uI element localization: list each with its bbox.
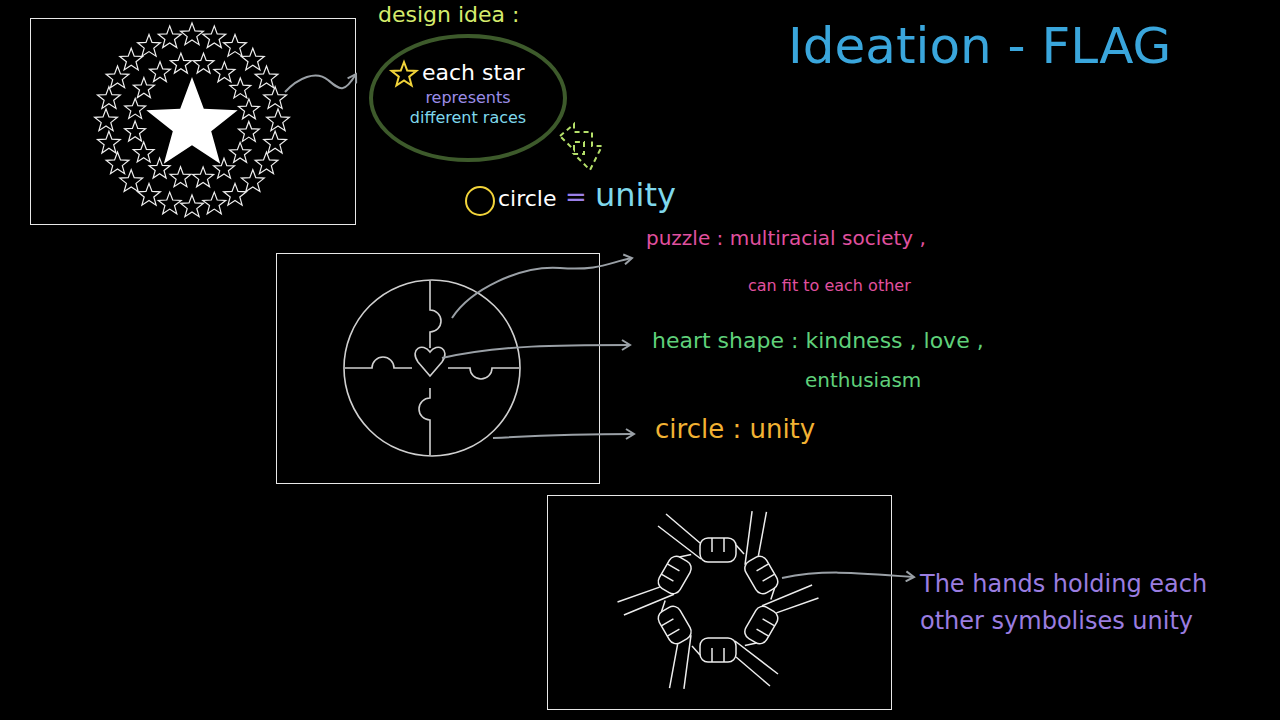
small-star xyxy=(224,35,247,57)
small-star xyxy=(214,62,235,82)
leader-line xyxy=(452,258,632,318)
idea-text: represents xyxy=(368,88,568,107)
forearm xyxy=(652,635,712,695)
small-star xyxy=(193,53,214,73)
fingers xyxy=(745,618,775,654)
small-star xyxy=(133,142,154,162)
idea-text: different races xyxy=(368,108,568,127)
small-star xyxy=(120,48,143,70)
small-star xyxy=(95,109,118,131)
hand xyxy=(721,505,806,603)
star-rings xyxy=(95,23,290,217)
note-text: circle xyxy=(498,186,557,212)
fist xyxy=(742,553,781,596)
hand xyxy=(692,638,778,686)
hands-emblem xyxy=(614,505,823,695)
idea-heading: design idea : xyxy=(378,2,519,28)
small-star xyxy=(255,152,278,174)
small-star xyxy=(158,26,181,48)
small-star xyxy=(230,78,251,98)
small-star xyxy=(264,131,287,153)
annotation: puzzle : multiracial society , xyxy=(646,226,926,250)
fingers xyxy=(755,564,785,600)
star-icon xyxy=(392,62,417,86)
small-star xyxy=(203,192,226,214)
small-star xyxy=(267,109,290,131)
big-star xyxy=(146,77,237,164)
idea-text: each star xyxy=(422,60,525,86)
note-symbol: = xyxy=(565,182,587,213)
small-star xyxy=(170,167,191,187)
flag-frame xyxy=(31,19,356,225)
hand xyxy=(631,596,716,694)
board-title: Ideation - FLAG xyxy=(788,16,1171,76)
flag-frame xyxy=(548,496,892,710)
small-star xyxy=(158,192,181,214)
fist xyxy=(700,538,736,562)
hand xyxy=(738,567,823,665)
small-star xyxy=(224,184,247,206)
flag-frame xyxy=(277,254,600,484)
annotation: enthusiasm xyxy=(805,368,921,392)
small-star xyxy=(170,53,191,73)
small-star xyxy=(203,26,226,48)
small-star xyxy=(230,142,251,162)
small-star xyxy=(106,152,129,174)
small-star xyxy=(264,87,287,109)
small-star xyxy=(98,87,121,109)
leader-line xyxy=(285,74,356,92)
small-star xyxy=(241,170,264,192)
hand xyxy=(658,514,744,562)
fingers xyxy=(712,538,744,554)
dashed-arrow xyxy=(560,124,602,170)
leader-line xyxy=(493,434,634,438)
forearm xyxy=(658,514,701,559)
annotation: circle : unity xyxy=(655,414,815,445)
forearm xyxy=(735,641,778,686)
small-star xyxy=(181,195,204,217)
small-star xyxy=(98,131,121,153)
small-star xyxy=(255,66,278,88)
forearm xyxy=(724,505,784,565)
small-star xyxy=(241,48,264,70)
idea-ellipse: design idea :each starrepresentsdifferen… xyxy=(368,30,568,162)
annotation: heart shape : kindness , love , xyxy=(652,328,984,354)
puzzle-emblem xyxy=(344,280,520,456)
small-star xyxy=(239,99,260,119)
small-star xyxy=(238,122,259,142)
fingers xyxy=(651,600,681,636)
annotation: can fit to each other xyxy=(748,276,911,295)
small-star xyxy=(125,121,146,141)
circle-icon xyxy=(466,187,494,215)
annotation: The hands holding each other symbolises … xyxy=(920,566,1265,640)
fist xyxy=(700,638,736,662)
fist xyxy=(742,603,781,646)
small-star xyxy=(138,184,161,206)
hand xyxy=(614,534,699,632)
fingers xyxy=(692,646,724,662)
small-star xyxy=(150,62,171,82)
leader-line xyxy=(442,345,630,358)
leader-line xyxy=(782,573,914,578)
small-star xyxy=(138,35,161,57)
small-star xyxy=(133,78,154,98)
small-star xyxy=(193,167,214,187)
fingers xyxy=(661,546,691,582)
fist xyxy=(655,603,694,646)
small-star xyxy=(125,99,146,119)
fist xyxy=(655,553,694,596)
small-star xyxy=(181,23,204,45)
note-text: unity xyxy=(595,176,676,214)
